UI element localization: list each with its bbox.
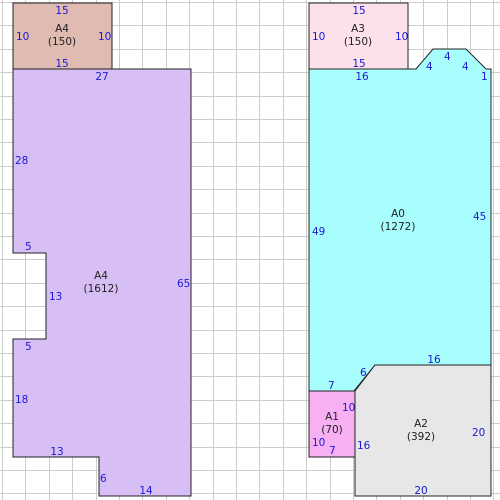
dim-a4-large-left-lower: 18 xyxy=(15,394,28,406)
dim-a1-left: 10 xyxy=(312,437,325,449)
dim-a3-top: 15 xyxy=(352,5,365,17)
room-a2[interactable] xyxy=(354,364,492,497)
room-a1-name: A1 xyxy=(325,411,339,423)
room-a4-small-area: (150) xyxy=(48,36,76,48)
dim-a0-bump-right: 4 xyxy=(462,61,469,73)
dim-a0-bump-top: 4 xyxy=(444,51,451,63)
dim-a3-left: 10 xyxy=(312,31,325,43)
dim-a2-left: 16 xyxy=(357,440,371,452)
dim-a4-large-left-upper: 28 xyxy=(15,155,28,167)
dim-a1-bottom: 7 xyxy=(329,445,336,457)
dim-a2-right: 20 xyxy=(472,427,485,439)
dim-a0-top-right: 1 xyxy=(481,71,488,83)
dim-a4-small-bottom: 15 xyxy=(55,58,68,70)
dim-a0-top: 16 xyxy=(355,71,369,83)
room-a1[interactable] xyxy=(308,390,356,458)
dim-a1-right: 10 xyxy=(342,402,355,414)
dim-a4-small-left: 10 xyxy=(16,31,29,43)
dim-a0-diagonal: 6 xyxy=(360,367,367,379)
room-a1-area: (70) xyxy=(321,424,343,436)
dim-a4-large-notch-side: 13 xyxy=(49,291,62,303)
dim-a4-large-right: 65 xyxy=(177,278,190,290)
dim-a4-large-step-side: 6 xyxy=(100,473,107,485)
room-a4-large-area: (1612) xyxy=(84,283,119,295)
room-a2-name: A2 xyxy=(414,418,428,430)
room-a3-name: A3 xyxy=(351,23,365,35)
room-a0[interactable] xyxy=(308,48,492,392)
dim-a0-left: 49 xyxy=(312,226,325,238)
room-a2-area: (392) xyxy=(407,431,435,443)
dim-a0-bottom: 16 xyxy=(427,354,441,366)
dim-a4-large-bottom: 14 xyxy=(139,485,153,497)
room-a4-large-name: A4 xyxy=(94,270,108,282)
dim-a4-large-step-bottom: 13 xyxy=(50,446,63,458)
dim-a0-bump-left: 4 xyxy=(426,61,433,73)
dim-a4-small-top: 15 xyxy=(55,5,68,17)
dim-a4-large-notch-bottom: 5 xyxy=(25,341,32,353)
dim-a4-large-top: 27 xyxy=(95,71,108,83)
dim-a3-bottom: 15 xyxy=(352,58,365,70)
dim-a2-bottom: 20 xyxy=(414,485,427,497)
room-a3-area: (150) xyxy=(344,36,372,48)
dim-a4-large-notch-top: 5 xyxy=(25,241,32,253)
dim-a0-right: 45 xyxy=(473,211,486,223)
dim-a4-small-right: 10 xyxy=(98,31,111,43)
room-a4-large[interactable] xyxy=(12,68,192,497)
dim-a0-bottom-left: 7 xyxy=(328,380,335,392)
room-a4-small-name: A4 xyxy=(55,23,69,35)
room-a0-area: (1272) xyxy=(381,221,416,233)
dim-a3-right: 10 xyxy=(395,31,408,43)
room-a0-name: A0 xyxy=(391,208,405,220)
